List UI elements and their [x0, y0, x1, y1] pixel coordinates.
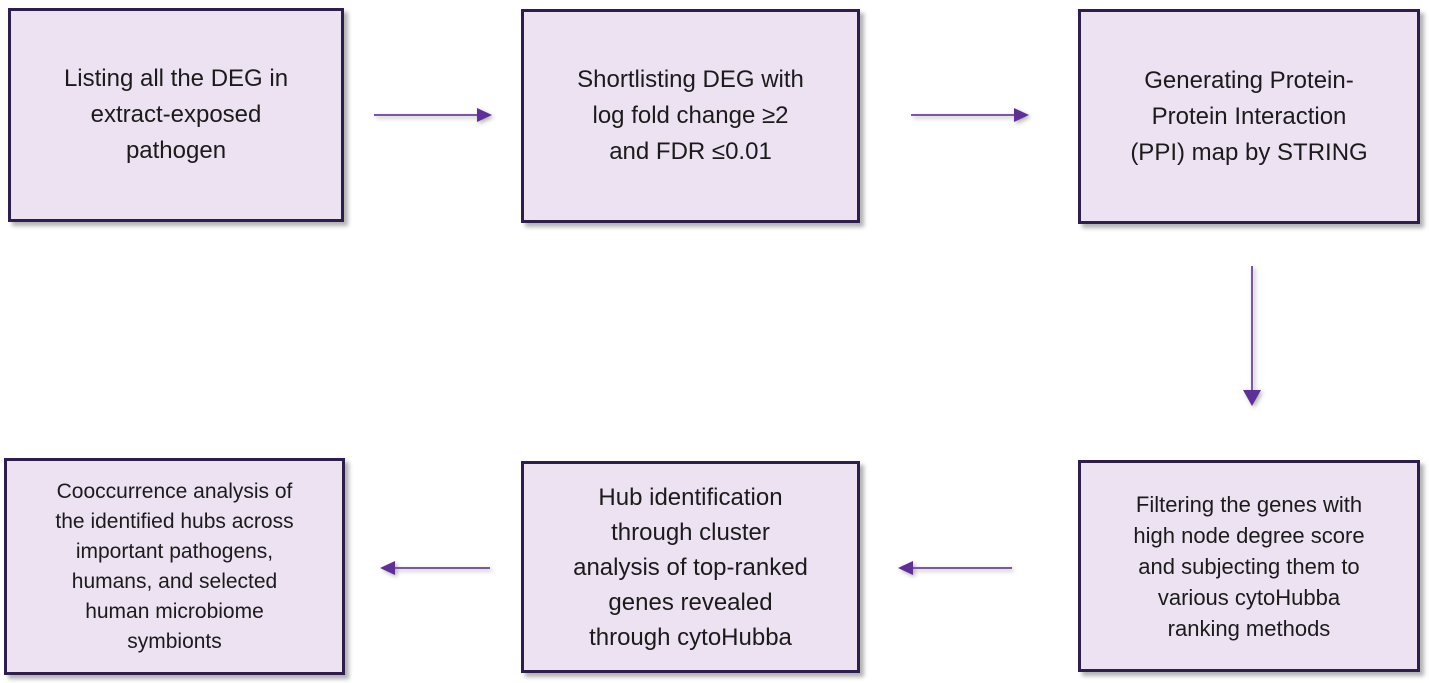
arrow-line	[374, 113, 480, 117]
arrow-left-icon	[380, 561, 395, 575]
flow-box-step2-shortlisting-deg: Shortlisting DEG with log fold change ≥2…	[521, 9, 860, 223]
arrow-right-icon	[1014, 108, 1029, 122]
arrow-step3-to-step4	[1243, 266, 1261, 406]
arrow-step4-to-step5	[898, 560, 1012, 576]
arrow-down-icon	[1243, 390, 1261, 406]
flow-box-step3-ppi-map: Generating Protein- Protein Interaction …	[1078, 9, 1420, 224]
arrow-line	[911, 113, 1017, 117]
arrow-line	[392, 566, 490, 570]
arrow-line	[1250, 266, 1254, 393]
flow-box-step5-hub-identification: Hub identification through cluster analy…	[521, 461, 860, 673]
arrow-left-icon	[898, 561, 913, 575]
flow-box-step6-cooccurrence-analysis: Cooccurrence analysis of the identified …	[4, 458, 345, 675]
arrow-right-icon	[477, 108, 492, 122]
arrow-step2-to-step3	[911, 107, 1029, 123]
arrow-step1-to-step2	[374, 107, 492, 123]
flow-box-step1-listing-deg: Listing all the DEG in extract-exposed p…	[8, 8, 344, 222]
arrow-line	[910, 566, 1012, 570]
arrow-step5-to-step6	[380, 560, 490, 576]
flow-box-step4-filtering-genes: Filtering the genes with high node degre…	[1078, 460, 1420, 672]
